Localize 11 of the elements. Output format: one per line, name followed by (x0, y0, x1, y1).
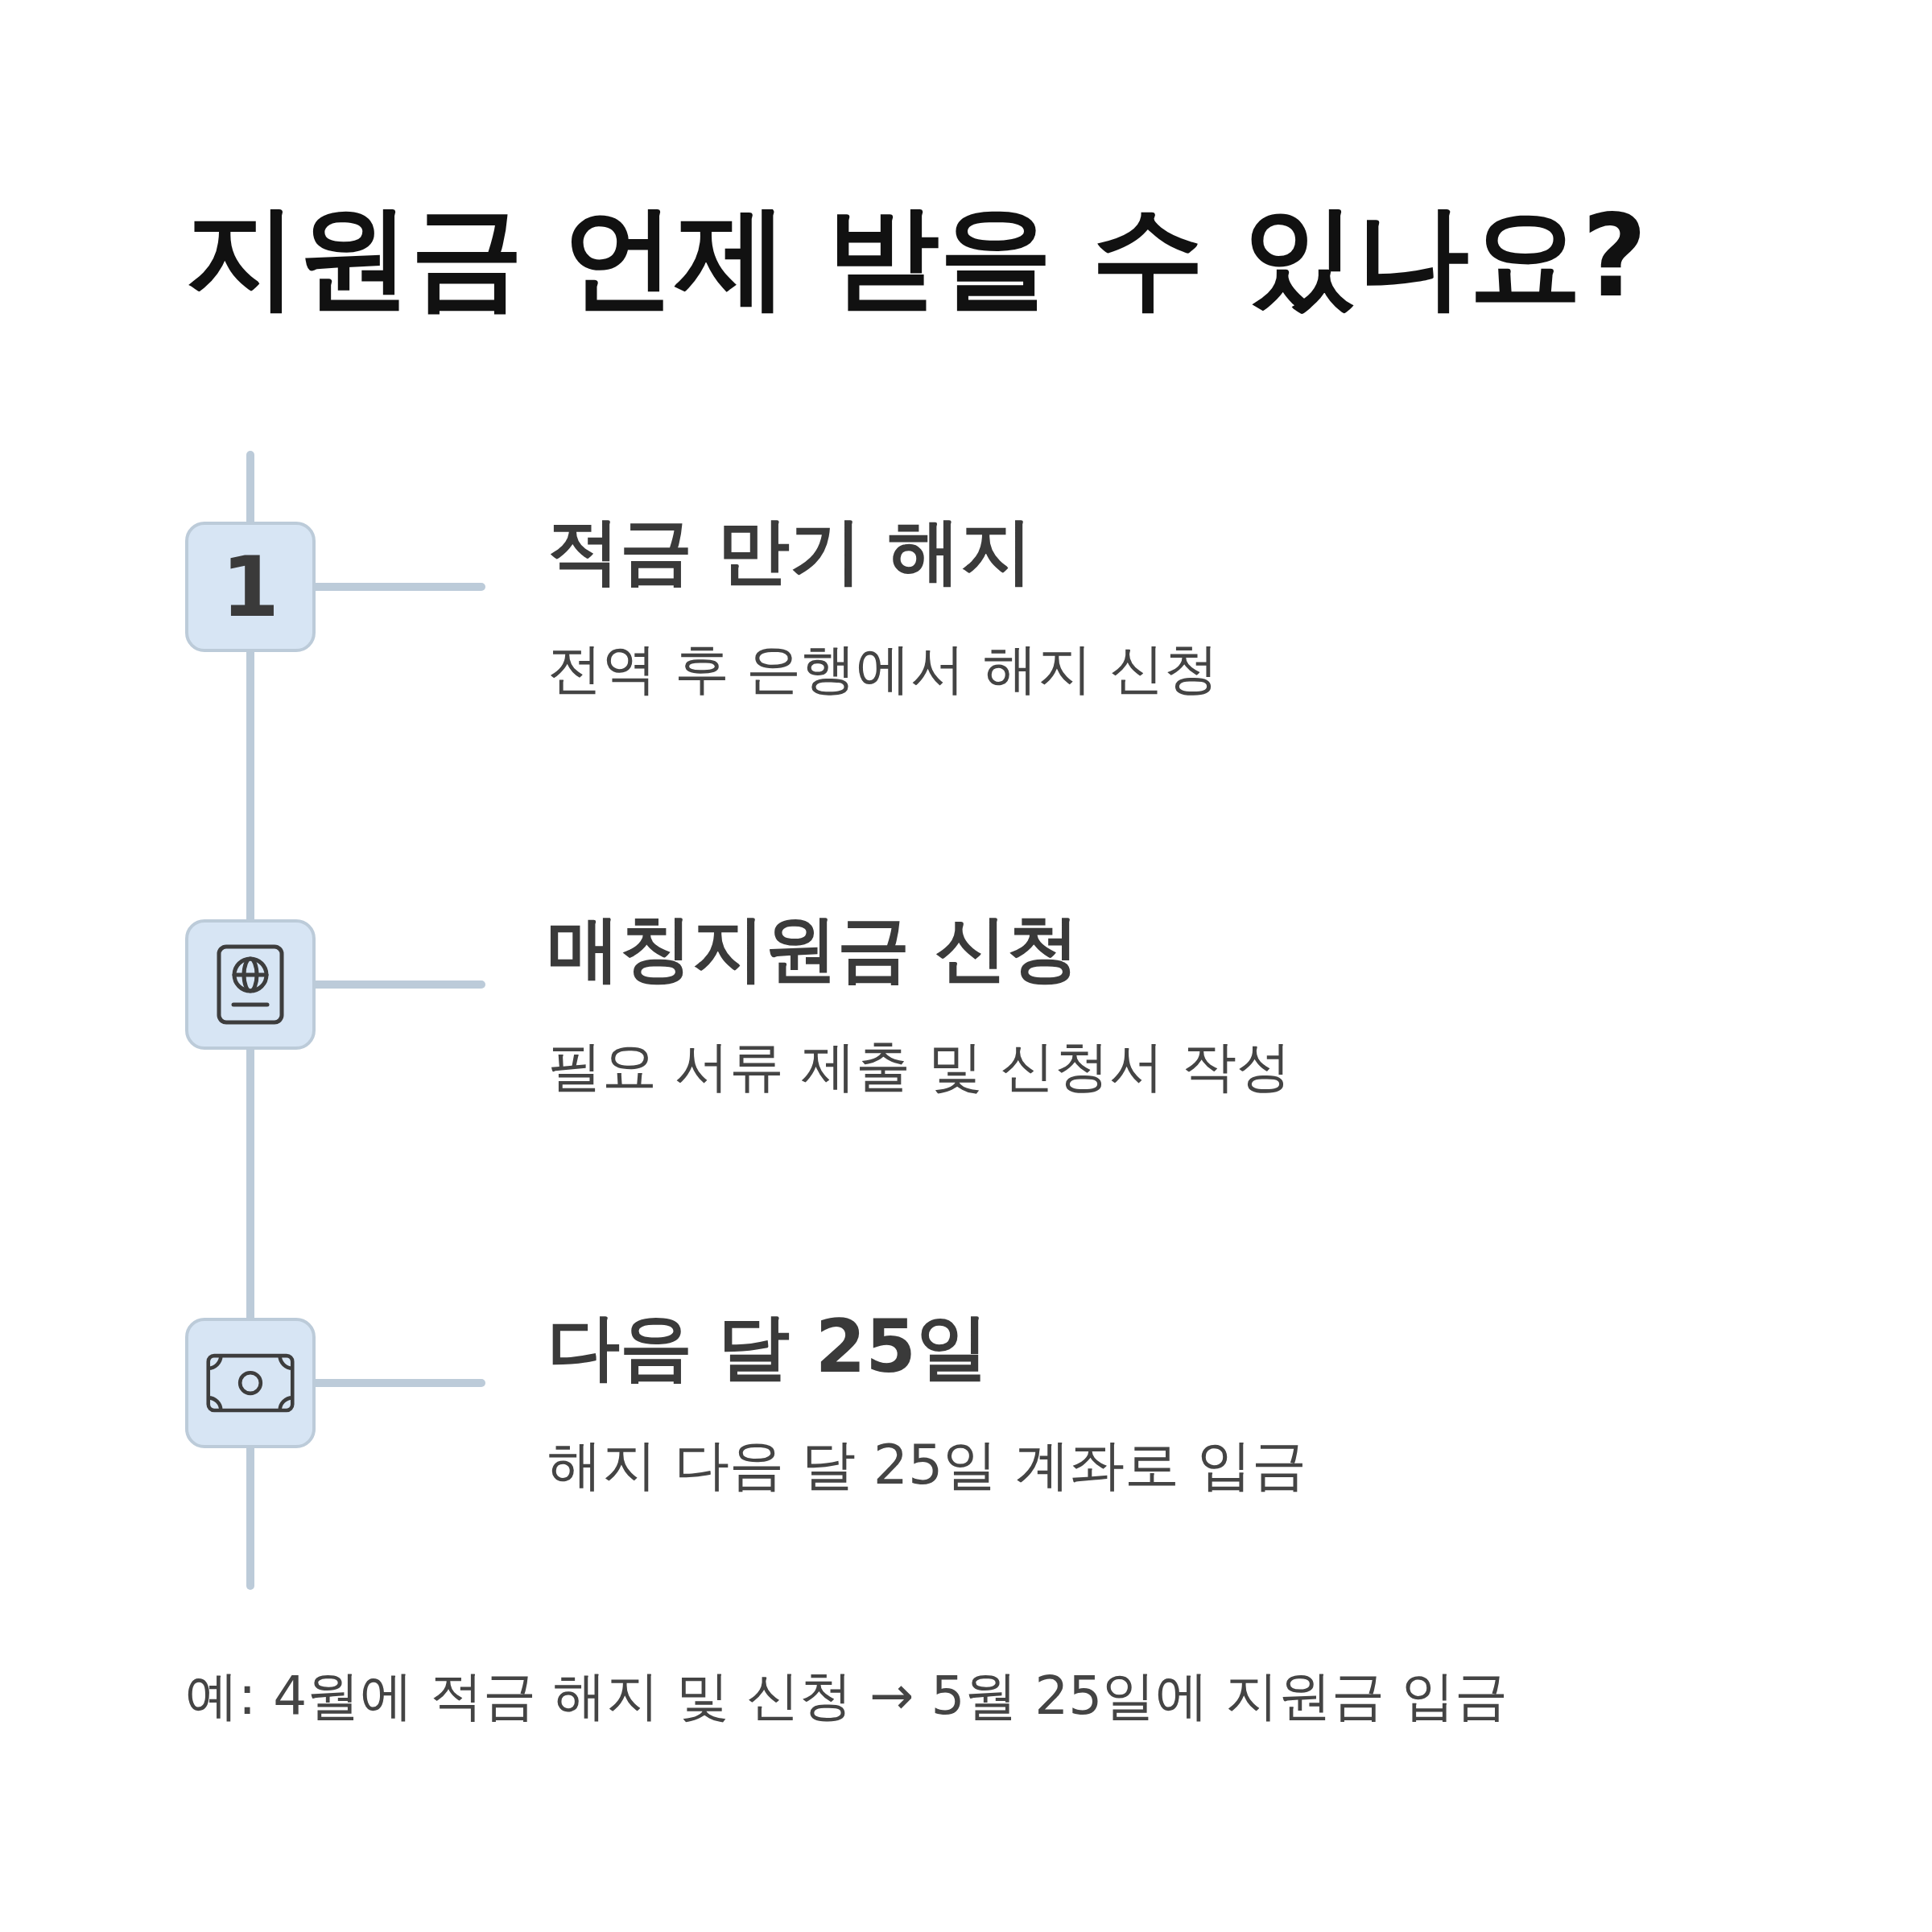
step-heading: 매칭지원금 신청 (547, 905, 1080, 992)
number-box: 1 (185, 522, 316, 652)
example-note: 예: 4월에 적금 해지 및 신청 → 5월 25일에 지원금 입금 (185, 1664, 1509, 1728)
step-description: 필요 서류 제출 및 신청서 작성 (547, 1034, 1292, 1100)
icon-box (185, 919, 316, 1050)
step-description: 해지 다음 달 25일 계좌로 입금 (547, 1432, 1307, 1498)
step-heading: 다음 달 25일 (547, 1303, 989, 1390)
step-heading: 적금 만기 해지 (547, 507, 1033, 594)
title: 지원금 언제 받을 수 있나요? (185, 190, 1648, 324)
step-description: 전역 후 은행에서 해지 신청 (547, 636, 1220, 702)
icon-box (185, 1318, 316, 1448)
